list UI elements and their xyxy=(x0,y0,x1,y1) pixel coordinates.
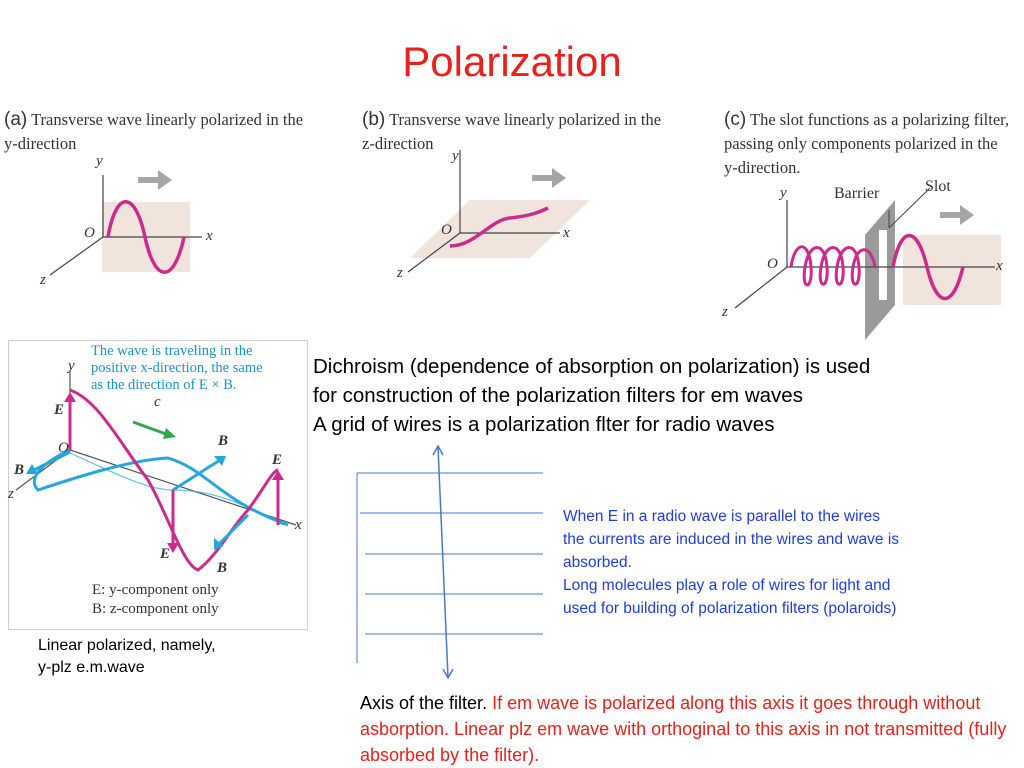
panel-b-y-label: y xyxy=(452,148,459,164)
em-e-label-right: E xyxy=(272,452,283,468)
em-legend-e: E: y-component only xyxy=(92,582,219,598)
panel-a-caption: (a) Transverse wave linearly polarized i… xyxy=(4,109,304,153)
panel-c-caption: (c) The slot functions as a polarizing f… xyxy=(724,109,1010,177)
panel-c-origin-label: O xyxy=(767,256,778,272)
linear-polarized-caption: Linear polarized, namely, y-plz e.m.wave xyxy=(38,637,216,676)
em-origin-label: O xyxy=(58,440,69,456)
panel-a-x-label: x xyxy=(206,228,213,244)
filter-axis-label: Axis of the filter xyxy=(360,693,483,713)
em-b-label-left: B xyxy=(14,462,25,478)
barrier-label: Barrier xyxy=(834,185,880,202)
panel-b-x-label: x xyxy=(563,225,570,241)
em-c-label: c xyxy=(154,394,161,410)
panel-a-figure xyxy=(49,170,202,276)
wire-absorption-note: When E in a radio wave is parallel to th… xyxy=(563,508,900,617)
panel-c-y-label: y xyxy=(780,185,787,201)
em-b-label-low: B xyxy=(217,560,228,576)
filter-axis-explanation: If em wave is polarized along this axis … xyxy=(360,693,1007,765)
filter-axis-text: Axis of the filter. If em wave is polari… xyxy=(360,693,1007,765)
wave-direction-note: The wave is traveling in the positive x-… xyxy=(91,343,263,393)
panel-c-figure xyxy=(734,187,1001,340)
panel-c-z-label: z xyxy=(722,304,728,320)
em-e-label-left: E xyxy=(54,402,65,418)
em-wave-figure xyxy=(8,340,308,630)
dichroism-text: Dichroism (dependence of absorption on p… xyxy=(313,355,871,436)
em-z-label: z xyxy=(8,486,14,502)
panel-b-origin-label: O xyxy=(441,222,452,238)
panel-b-figure xyxy=(407,150,590,273)
panel-a-origin-label: O xyxy=(84,225,95,241)
em-e-label-mid: E xyxy=(160,546,171,562)
panel-a-y-label: y xyxy=(96,153,103,169)
slot-label: Slot xyxy=(925,178,951,195)
em-y-label: y xyxy=(68,358,75,374)
em-x-label: x xyxy=(295,517,302,533)
slide-title: Polarization xyxy=(402,38,622,85)
em-legend-b: B: z-component only xyxy=(92,601,219,617)
panel-b-caption: (b) Transverse wave linearly polarized i… xyxy=(362,109,662,153)
panel-c-x-label: x xyxy=(996,258,1003,274)
panel-a-z-label: z xyxy=(40,272,46,288)
em-b-label-mid: B xyxy=(218,433,229,449)
wire-grid-figure xyxy=(356,444,543,680)
panel-b-z-label: z xyxy=(397,265,403,281)
